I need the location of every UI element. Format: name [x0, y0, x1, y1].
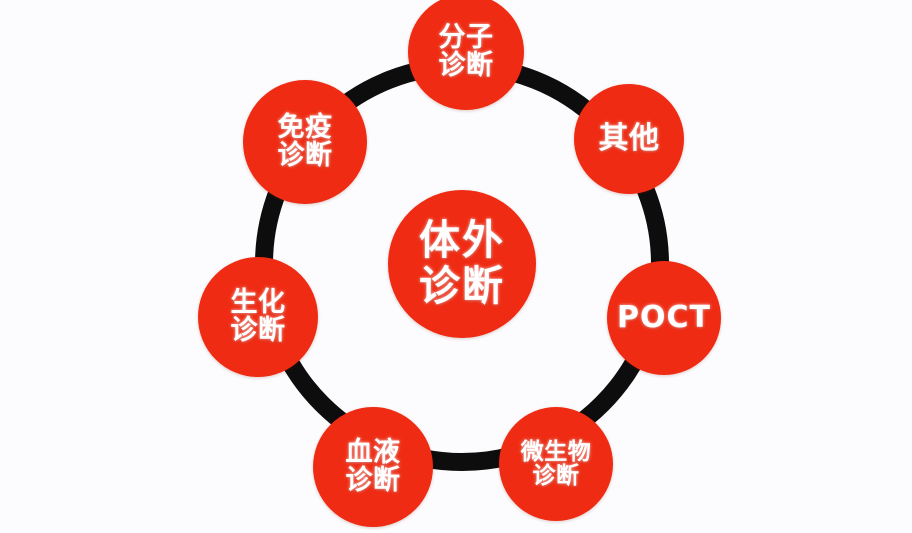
- node-blood-diagnostics[interactable]: 血液 诊断: [313, 407, 433, 527]
- node-label-line-2: 诊断: [438, 50, 494, 81]
- node-center-ivd[interactable]: 体外 诊断: [388, 190, 536, 338]
- node-poct[interactable]: POCT: [607, 261, 721, 375]
- node-label-line-1: 生化: [230, 286, 286, 318]
- node-label-line-2: 诊断: [230, 315, 286, 346]
- node-microbial-diagnostics[interactable]: 微生物 诊断: [499, 407, 613, 521]
- node-label-line-1: 微生物: [520, 438, 592, 465]
- node-label-line-1: 血液: [345, 436, 401, 468]
- node-label-line-2: 诊断: [345, 465, 401, 496]
- node-label-line-1: 其他: [598, 121, 660, 157]
- node-label-line-1: 免疫: [277, 111, 333, 143]
- node-label-line-2: 诊断: [277, 140, 333, 171]
- node-label-line-1: POCT: [617, 300, 711, 336]
- node-other[interactable]: 其他: [574, 84, 684, 194]
- center-label-line-1: 体外: [419, 216, 505, 265]
- node-immunodiagnostics[interactable]: 免疫 诊断: [243, 80, 367, 204]
- node-label-line-2: 诊断: [532, 463, 580, 489]
- node-molecular-diagnostics[interactable]: 分子 诊断: [408, 0, 524, 110]
- node-biochemical-diagnostics[interactable]: 生化 诊断: [198, 257, 318, 377]
- center-label-line-2: 诊断: [419, 262, 505, 310]
- node-label-line-1: 分子: [438, 21, 494, 53]
